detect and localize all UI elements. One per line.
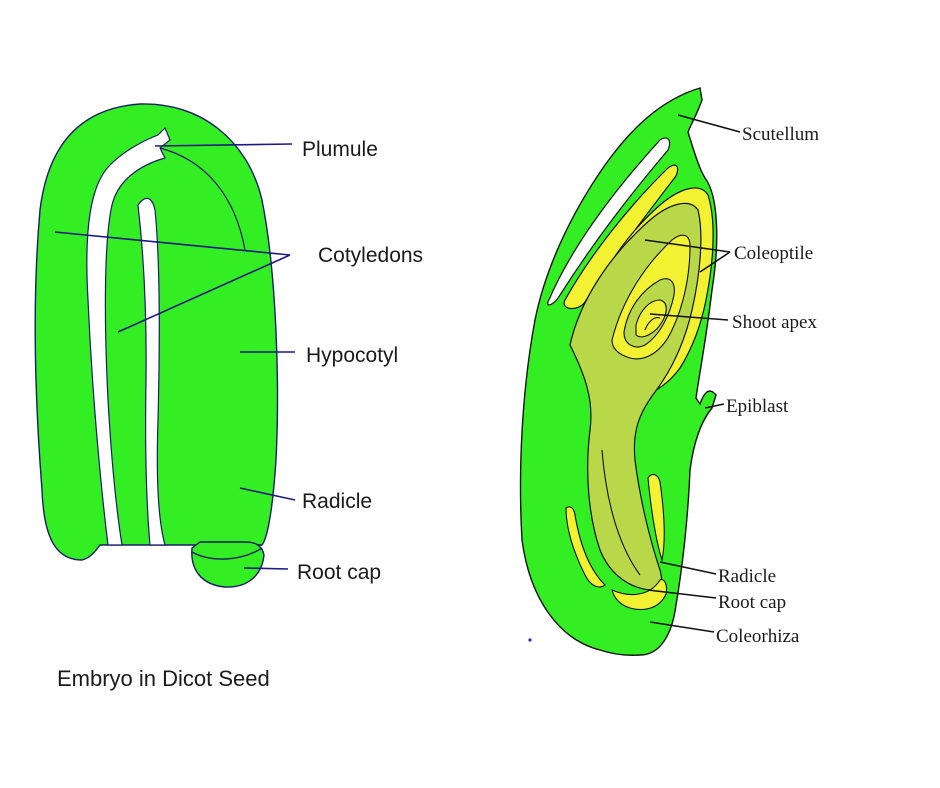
scutellum-leader: [677, 114, 741, 133]
monocot-radicle-label: Radicle: [718, 566, 776, 587]
root-cap-leader: [243, 567, 289, 570]
monocot-root-cap-leader: [647, 589, 717, 599]
cotyledons-label: Cotyledons: [318, 244, 423, 267]
dicot-fold-line: [159, 147, 246, 251]
stray-dot: [528, 638, 532, 642]
shoot-apex: [635, 299, 667, 338]
radicle-streak-right: [647, 473, 665, 563]
coleoptile-label: Coleoptile: [734, 243, 813, 264]
hypocotyl-label: Hypocotyl: [306, 344, 398, 367]
monocot-radicle-leader: [659, 561, 717, 575]
monocot-embryo: [519, 87, 718, 656]
cotyledons-leader-2: [117, 254, 291, 333]
plumule-leader: [154, 143, 293, 147]
dicot-caption: Embryo in Dicot Seed: [57, 666, 270, 691]
monocot-radicle-line: [601, 449, 641, 576]
dicot-radicle-label: Radicle: [302, 490, 372, 513]
monocot-root-cap-label: Root cap: [718, 592, 786, 613]
monocot-slit: [547, 137, 671, 306]
dicot-root-cap-boundary: [191, 547, 263, 560]
cotyledons-leader-1: [54, 231, 291, 256]
coleorhiza-leader: [649, 621, 715, 633]
dicot-embryo: [34, 103, 279, 588]
epiblast-leader: [704, 403, 725, 409]
radicle-streak-left: [565, 506, 606, 588]
monocot-leaders: [644, 114, 741, 633]
coleorhiza-label: Coleorhiza: [716, 626, 800, 647]
dicot-inner-gap: [137, 197, 166, 546]
dicot-root-cap-label: Root cap: [297, 561, 381, 584]
dicot-leaders: [54, 143, 296, 570]
shoot-apex-leader: [649, 313, 729, 321]
coleoptile-leader-1: [644, 239, 731, 253]
coleoptile-leader-2: [699, 251, 731, 273]
radicle-leader: [239, 487, 296, 501]
dicot-root-cap: [191, 541, 265, 588]
plumule-label: Plumule: [302, 138, 378, 161]
shoot-apex-label: Shoot apex: [732, 312, 817, 333]
shoot-apex-tip: [644, 317, 661, 331]
scutellum-fold: [563, 164, 679, 310]
scutellum-label: Scutellum: [742, 124, 819, 145]
epiblast-label: Epiblast: [726, 396, 789, 417]
